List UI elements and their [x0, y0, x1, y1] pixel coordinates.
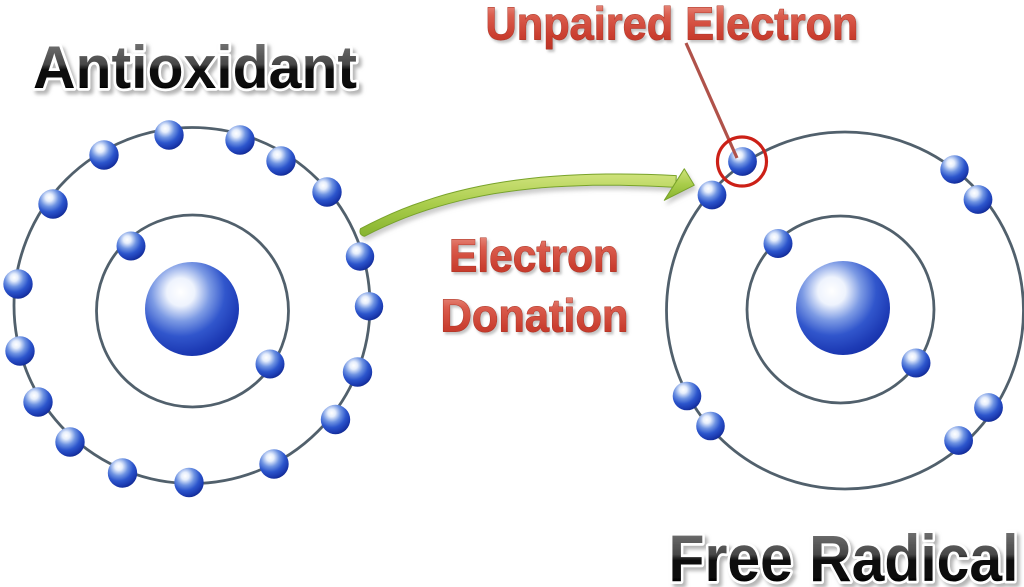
svg-text:Antioxidant: Antioxidant	[33, 34, 357, 101]
svg-text:Electron: Electron	[449, 230, 619, 282]
svg-text:Donation: Donation	[441, 290, 629, 342]
svg-text:Free Radical: Free Radical	[669, 521, 1019, 587]
svg-text:Unpaired Electron: Unpaired Electron	[486, 0, 859, 50]
